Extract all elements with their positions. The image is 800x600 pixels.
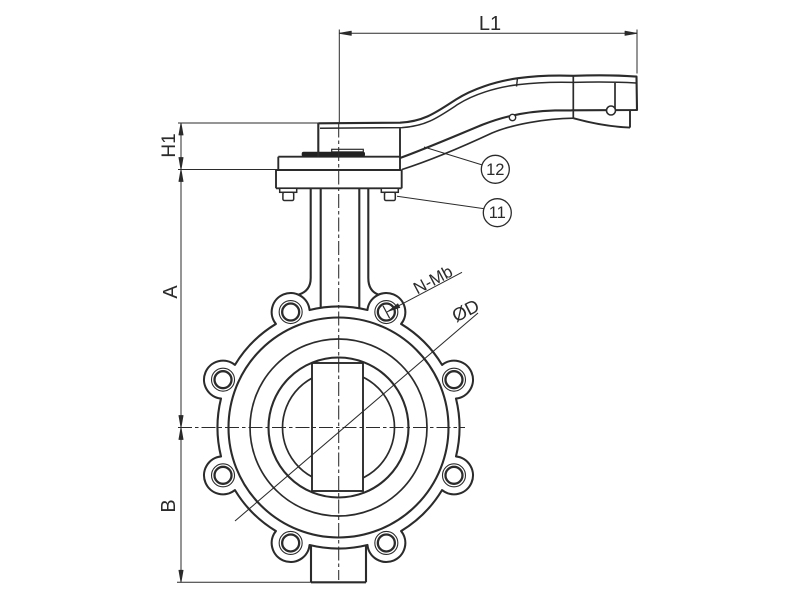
dim-label-h1: H1 (159, 133, 180, 157)
lever-handle-lines (317, 74, 639, 171)
dim-label-b: B (158, 499, 180, 512)
dimension-lines (177, 29, 638, 583)
annotation-diameter: ØD (448, 295, 482, 326)
dim-label-l1: L1 (479, 13, 501, 35)
dim-label-a: A (160, 285, 182, 299)
center-lines (178, 123, 479, 580)
callout-12-label: 12 (486, 161, 504, 179)
annotation-bolt-pattern: N-Mb (410, 262, 456, 298)
callout-11-label: 11 (489, 204, 506, 222)
